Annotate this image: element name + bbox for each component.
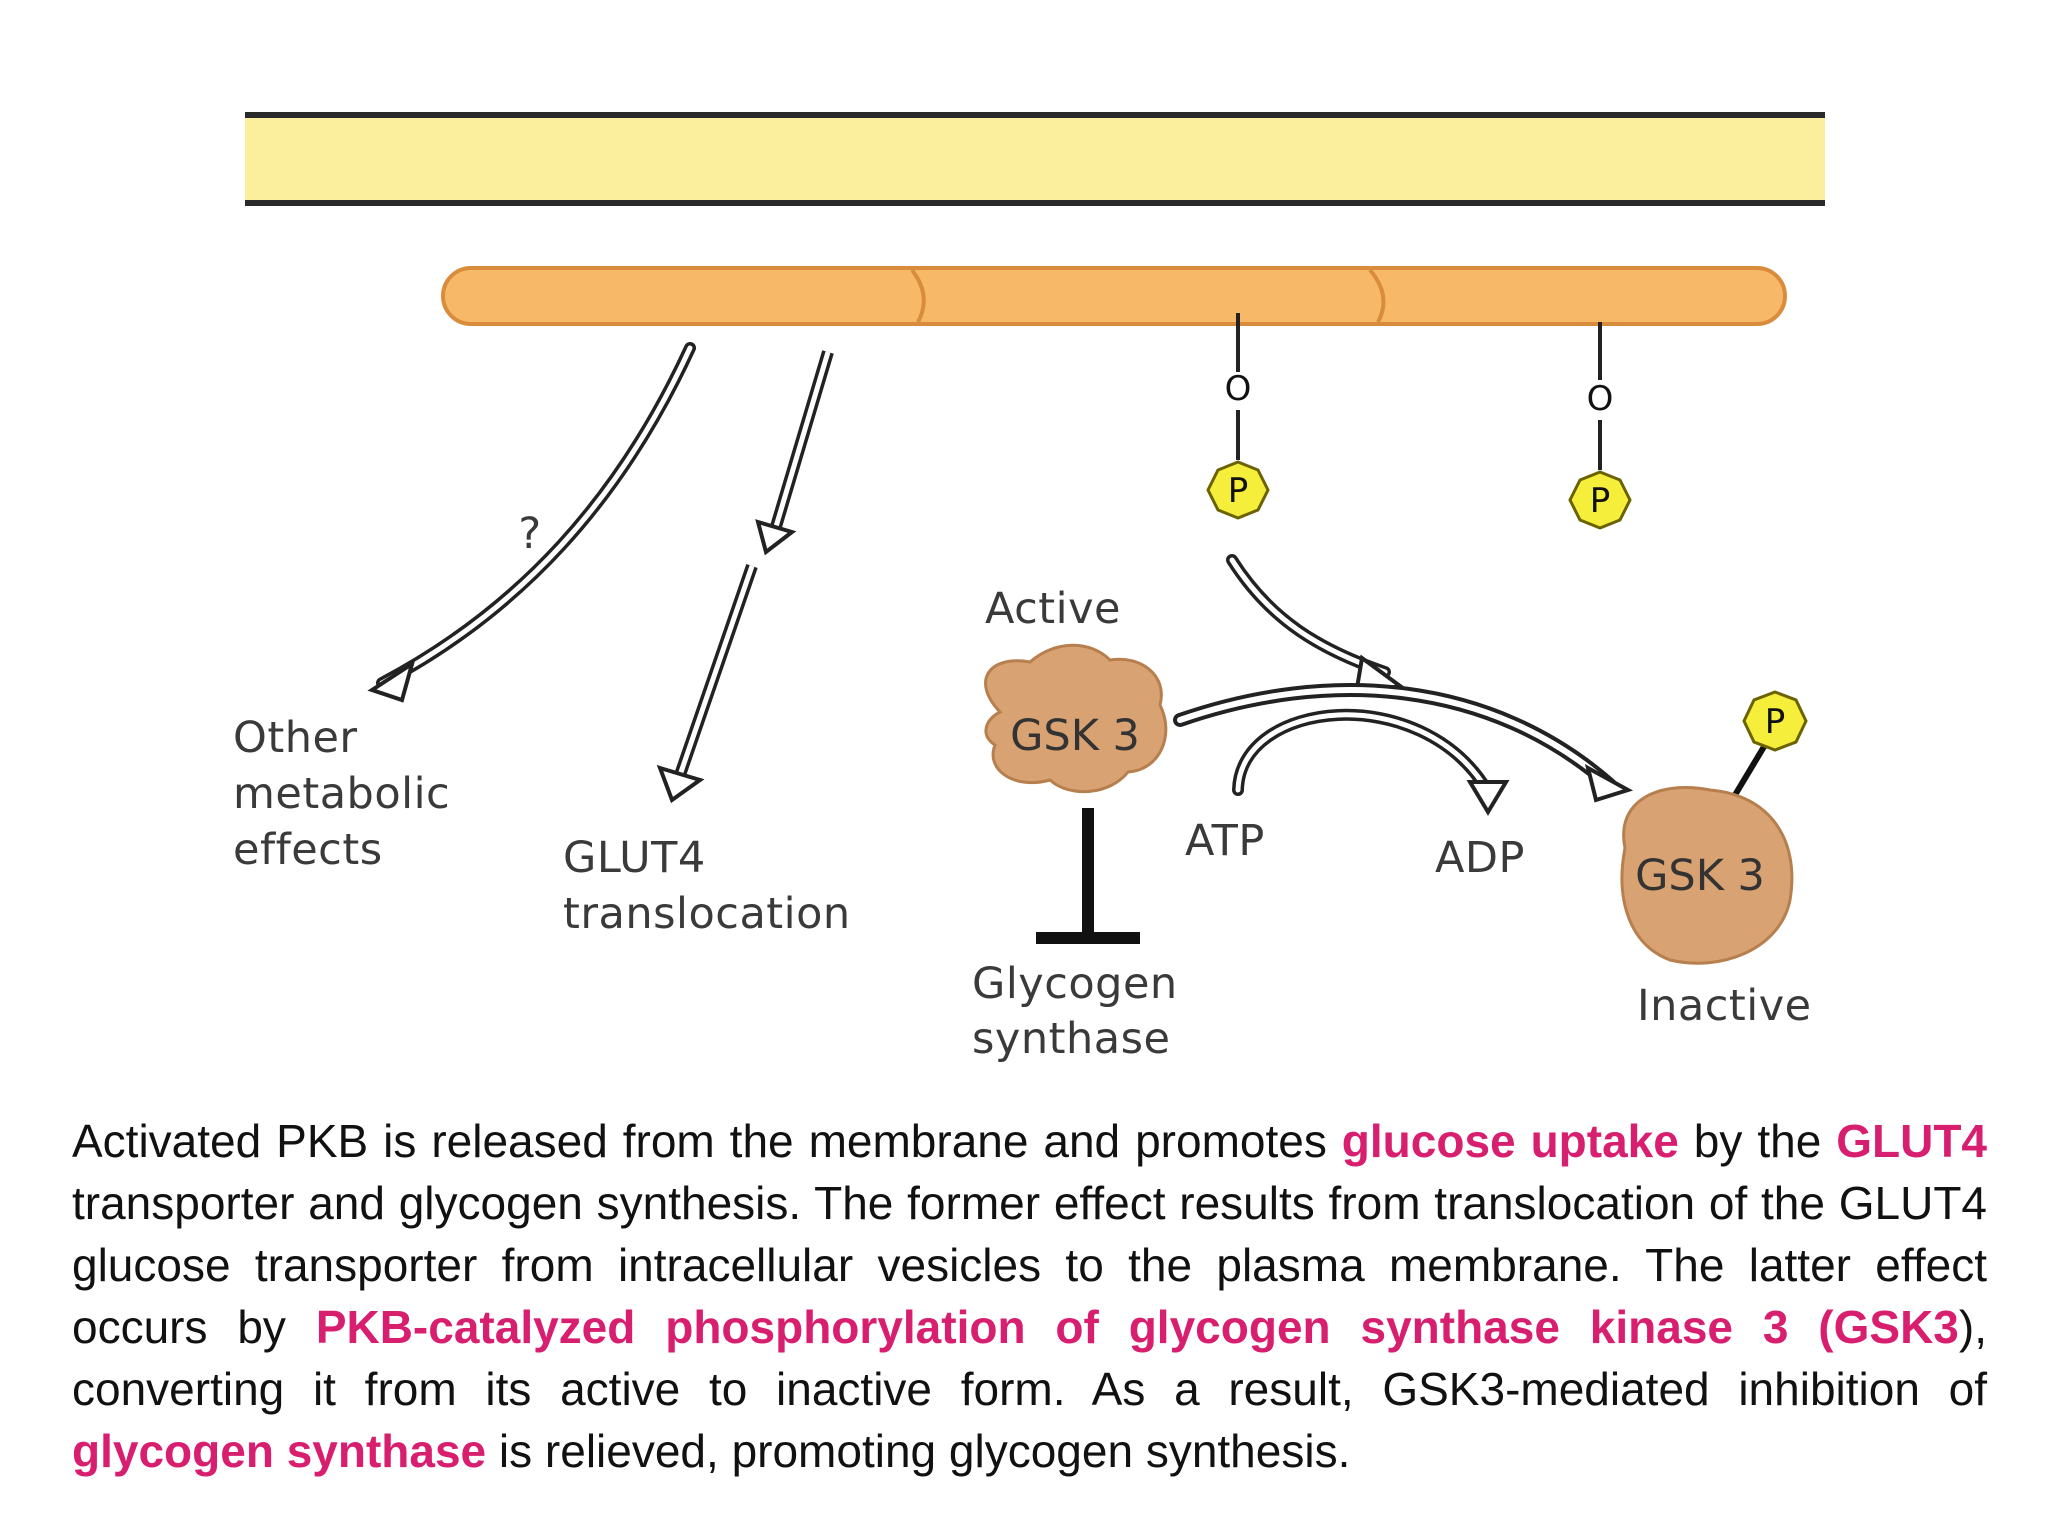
svg-text:effects: effects bbox=[233, 825, 383, 875]
caption-highlight-glycogen-synthase: glycogen synthase bbox=[72, 1425, 487, 1477]
caption-text: transporter and glycogen synthesis. The … bbox=[72, 1177, 1987, 1353]
oxygen-label-2: O bbox=[1587, 379, 1614, 419]
caption-text: by the bbox=[1678, 1115, 1837, 1167]
pkb-signaling-diagram: O P O P ? Oth bbox=[233, 112, 1825, 1064]
caption-text: is relieved, promoting glycogen synthesi… bbox=[486, 1425, 1351, 1477]
caption-highlight-pkb-phosphorylation: PKB-catalyzed phosphorylation of glycoge… bbox=[315, 1301, 1959, 1353]
svg-text:Glycogen: Glycogen bbox=[972, 959, 1178, 1009]
active-label: Active bbox=[985, 584, 1121, 634]
svg-text:metabolic: metabolic bbox=[233, 769, 450, 819]
arrow-gsk3-conversion bbox=[1173, 683, 1634, 803]
arrowhead-icon bbox=[1584, 764, 1634, 803]
gsk3-inactive-label: GSK 3 bbox=[1635, 851, 1765, 901]
pkb-phospho-site-1: O P bbox=[1206, 313, 1270, 520]
other-metabolic-effects-label: Other metabolic effects bbox=[233, 713, 450, 875]
atp-label: ATP bbox=[1185, 816, 1265, 866]
phosphate-label-1: P bbox=[1228, 471, 1249, 511]
question-mark-label: ? bbox=[518, 509, 541, 559]
phosphate-label-3: P bbox=[1765, 702, 1786, 742]
caption-paragraph: Activated PKB is released from the membr… bbox=[72, 1110, 1987, 1482]
svg-text:synthase: synthase bbox=[972, 1014, 1170, 1064]
adp-label: ADP bbox=[1435, 833, 1525, 883]
arrowhead-icon bbox=[656, 764, 705, 804]
caption-highlight-glucose-uptake: glucose uptake bbox=[1341, 1115, 1679, 1167]
arrow-glut4 bbox=[656, 350, 834, 804]
arrowhead-icon bbox=[367, 659, 416, 703]
arrow-atp-adp bbox=[1232, 709, 1510, 816]
svg-text:translocation: translocation bbox=[563, 889, 851, 939]
pkb-phospho-site-2: O P bbox=[1568, 322, 1632, 530]
svg-text:GLUT4: GLUT4 bbox=[563, 833, 706, 883]
caption-highlight-glut4: GLUT4 bbox=[1836, 1115, 1988, 1167]
caption-text: Activated PKB is released from the membr… bbox=[72, 1115, 1342, 1167]
caption-text: ), converting it from its active to inac… bbox=[72, 1301, 1987, 1415]
glycogen-synthase-label: Glycogen synthase bbox=[972, 959, 1178, 1064]
inactive-label: Inactive bbox=[1637, 981, 1812, 1031]
svg-text:Other: Other bbox=[233, 713, 358, 763]
arrowhead-icon bbox=[755, 519, 797, 556]
arrowhead-icon bbox=[1466, 780, 1510, 816]
phosphate-icon bbox=[1742, 690, 1808, 752]
pkb-protein-bar bbox=[441, 266, 1787, 326]
phosphate-icon bbox=[1568, 470, 1632, 530]
gsk3-active: GSK 3 bbox=[984, 643, 1168, 794]
gsk3-inactive: P GSK 3 bbox=[1620, 690, 1808, 965]
phosphate-icon bbox=[1206, 460, 1270, 520]
arrow-phosphate-transfer bbox=[1226, 554, 1405, 697]
oxygen-label-1: O bbox=[1225, 369, 1252, 409]
arrow-other-effects: ? bbox=[367, 342, 696, 703]
phosphate-label-2: P bbox=[1590, 481, 1611, 521]
glut4-translocation-label: GLUT4 translocation bbox=[563, 833, 851, 939]
inhibition-symbol bbox=[1036, 808, 1140, 944]
gsk3-active-label: GSK 3 bbox=[1010, 711, 1140, 761]
plasma-membrane bbox=[245, 112, 1825, 206]
